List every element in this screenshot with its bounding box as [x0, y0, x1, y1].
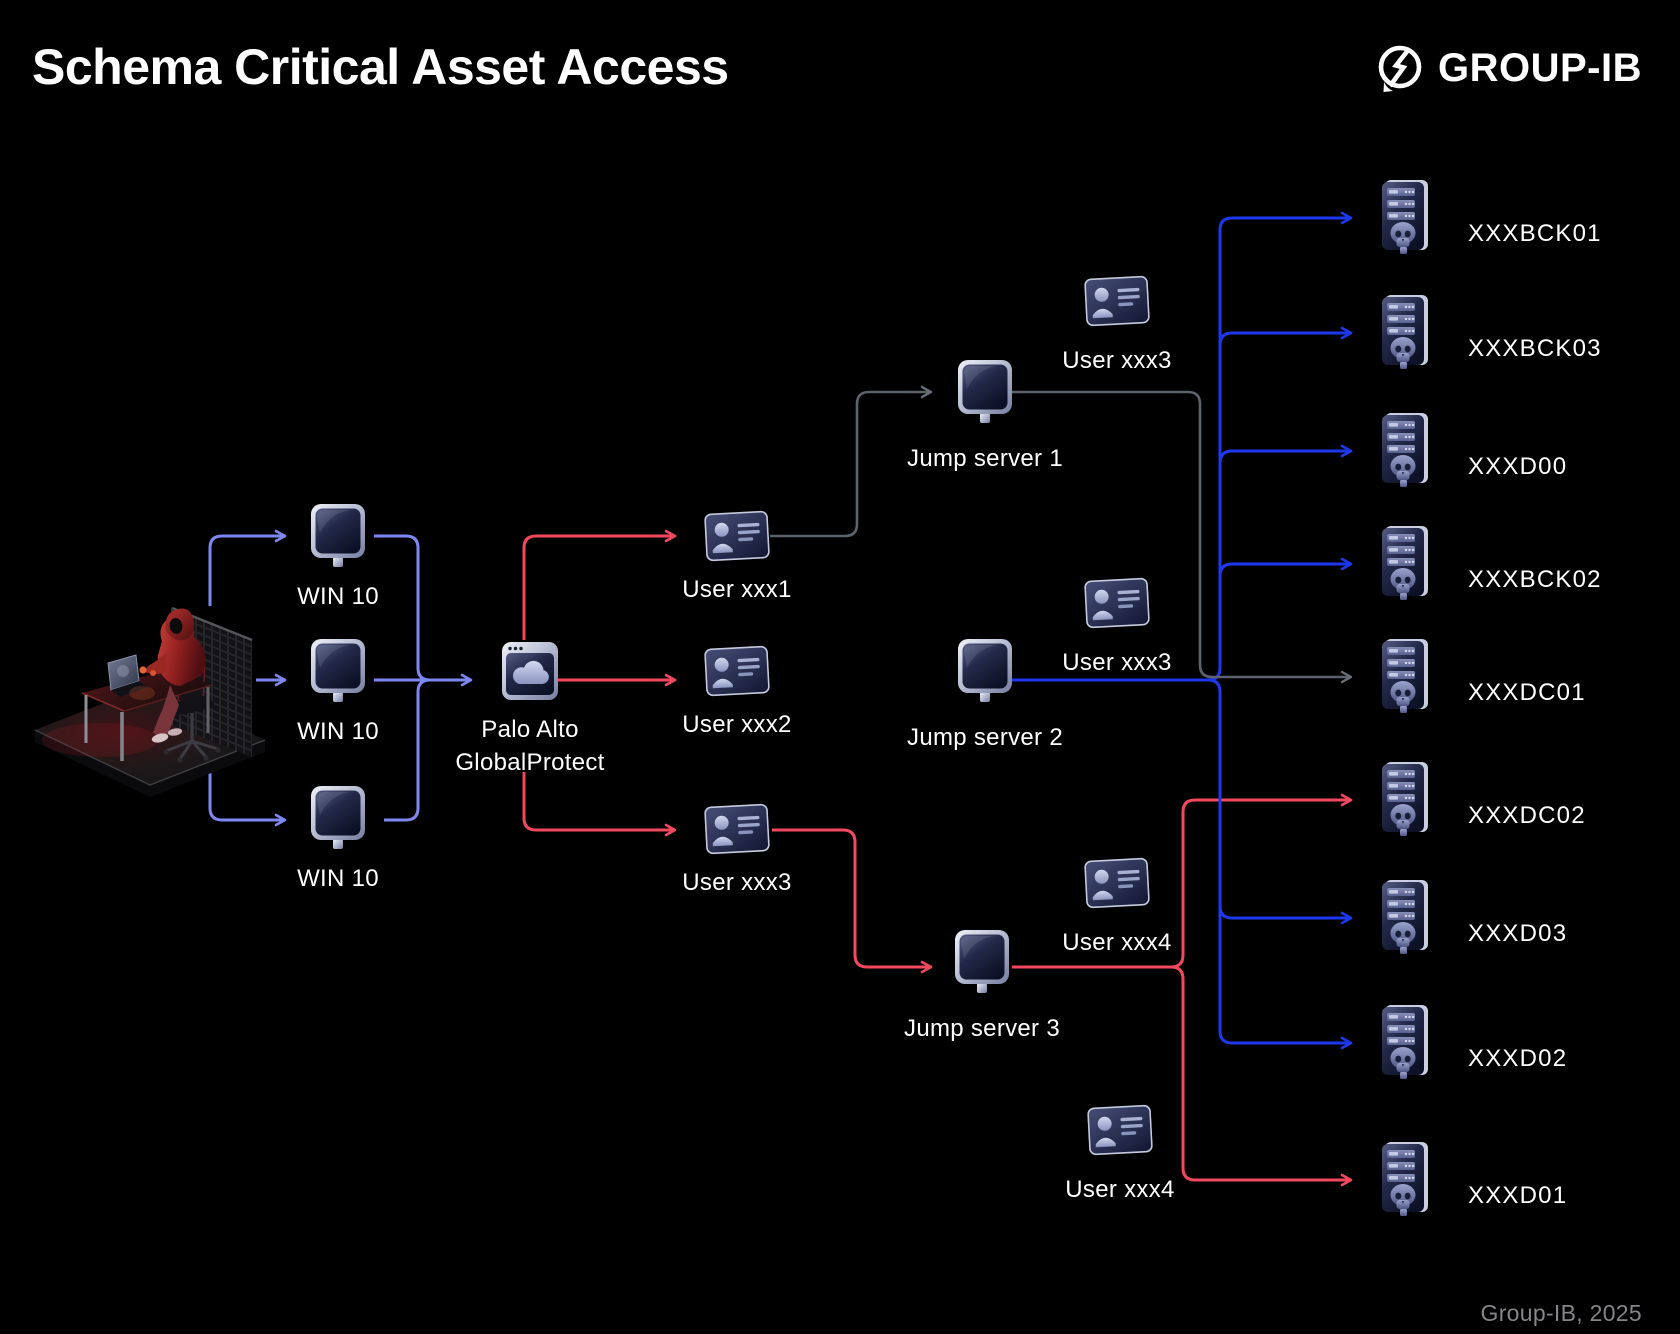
- server-skull-icon: [1380, 412, 1430, 490]
- node-palo-alto-globalprotect: Palo Alto GlobalProtect: [430, 641, 630, 779]
- target-label: XXXBCK01: [1468, 220, 1602, 247]
- node-target-xxxbck03: XXXBCK03: [1380, 294, 1602, 372]
- node-session-user-xxx3-a: User xxx3: [1017, 275, 1217, 375]
- node-label: WIN 10: [297, 718, 379, 745]
- node-win10-2: WIN 10: [238, 638, 438, 746]
- target-label: XXXD03: [1468, 920, 1568, 947]
- brand-wordmark: GROUP-IB: [1438, 45, 1642, 90]
- link-attacker-to-win1: [208, 529, 287, 606]
- node-label: Jump server 3: [904, 1015, 1060, 1042]
- node-label-line1: Palo Alto: [481, 716, 579, 743]
- link-vpn-to-user3: [522, 772, 677, 837]
- node-label: User xxx4: [1062, 929, 1172, 956]
- id-card-icon: [1087, 1102, 1154, 1157]
- node-label: WIN 10: [297, 865, 379, 892]
- server-skull-icon: [1380, 1141, 1430, 1219]
- jump2-lateral-links: [1012, 211, 1353, 1050]
- target-label: XXXD02: [1468, 1045, 1568, 1072]
- node-user-xxx3: User xxx3: [637, 803, 837, 897]
- page-title: Schema Critical Asset Access: [32, 39, 729, 95]
- target-label: XXXDC02: [1468, 802, 1586, 829]
- node-target-xxxd03: XXXD03: [1380, 879, 1567, 957]
- id-card-icon: [704, 801, 771, 856]
- monitor-icon: [310, 638, 366, 704]
- node-jump-server-2: Jump server 2: [885, 638, 1085, 752]
- node-jump-server-3: Jump server 3: [882, 929, 1082, 1043]
- link-jump1-to-xxxdc01: [1012, 390, 1353, 684]
- node-label: User xxx4: [1065, 1176, 1175, 1203]
- monitor-icon: [954, 929, 1010, 995]
- node-label: User xxx3: [682, 869, 792, 896]
- target-label: XXXD01: [1468, 1182, 1568, 1209]
- group-ib-logo-icon: [1378, 45, 1422, 92]
- node-session-user-xxx4-b: User xxx4: [1020, 1104, 1220, 1204]
- node-target-xxxbck01: XXXBCK01: [1380, 179, 1602, 257]
- id-card-icon: [704, 508, 771, 563]
- link-user3-to-jump3: [772, 828, 933, 974]
- target-label: XXXDC01: [1468, 679, 1586, 706]
- node-user-xxx1: User xxx1: [637, 510, 837, 604]
- link-trunk-to-xxxbck01: [1207, 211, 1353, 682]
- jump1-session-links: [770, 385, 1353, 684]
- node-session-user-xxx3-b: User xxx3: [1017, 577, 1217, 677]
- node-target-xxxdc01: XXXDC01: [1380, 638, 1586, 716]
- node-label: User xxx3: [1062, 649, 1172, 676]
- node-target-xxxd01: XXXD01: [1380, 1141, 1567, 1219]
- node-label: User xxx1: [682, 576, 792, 603]
- node-target-xxxbck02: XXXBCK02: [1380, 525, 1602, 603]
- node-target-xxxdc02: XXXDC02: [1380, 761, 1586, 839]
- target-label: XXXD00: [1468, 453, 1568, 480]
- server-skull-icon: [1380, 179, 1430, 257]
- link-trunk-to-xxxbck02: [1218, 557, 1353, 577]
- node-session-user-xxx4-a: User xxx4: [1017, 857, 1217, 957]
- attacker-links: [208, 529, 473, 827]
- server-skull-icon: [1380, 294, 1430, 372]
- node-target-xxxd00: XXXD00: [1380, 412, 1567, 490]
- server-skull-icon: [1380, 761, 1430, 839]
- node-jump-server-1: Jump server 1: [885, 359, 1085, 473]
- node-label: WIN 10: [297, 583, 379, 610]
- link-trunk-to-xxxd02: [1207, 678, 1353, 1050]
- copyright-credit: Group-IB, 2025: [1480, 1300, 1642, 1326]
- node-target-xxxd02: XXXD02: [1380, 1004, 1567, 1082]
- link-trunk-to-xxxd00: [1218, 444, 1353, 464]
- link-trunk-to-xxxd03: [1218, 905, 1353, 925]
- monitor-icon: [310, 785, 366, 851]
- node-label: User xxx2: [682, 711, 792, 738]
- id-card-icon: [704, 643, 771, 698]
- vpn-compromise-links: [522, 529, 1353, 1187]
- server-skull-icon: [1380, 638, 1430, 716]
- server-skull-icon: [1380, 879, 1430, 957]
- link-trunk-to-xxxbck03: [1218, 326, 1353, 346]
- link-user1-to-jump1: [770, 385, 933, 538]
- brand-logo: GROUP-IB: [1376, 42, 1642, 94]
- attacker-illustration: [34, 606, 266, 797]
- node-label-line2: GlobalProtect: [455, 749, 605, 776]
- monitor-icon: [957, 638, 1013, 704]
- node-win10-1: WIN 10: [238, 503, 438, 611]
- node-label: Jump server 1: [907, 445, 1063, 472]
- node-label: User xxx3: [1062, 347, 1172, 374]
- id-card-icon: [1084, 273, 1151, 328]
- monitor-icon: [957, 359, 1013, 425]
- link-jump3-to-xxxd01: [1012, 965, 1353, 1187]
- browser-cloud-icon: [501, 641, 559, 705]
- node-win10-3: WIN 10: [238, 785, 438, 893]
- link-attacker-to-win3: [208, 772, 287, 827]
- node-label: Jump server 2: [907, 724, 1063, 751]
- id-card-icon: [1084, 575, 1151, 630]
- id-card-icon: [1084, 855, 1151, 910]
- target-label: XXXBCK02: [1468, 566, 1602, 593]
- server-skull-icon: [1380, 525, 1430, 603]
- server-skull-icon: [1380, 1004, 1430, 1082]
- node-user-xxx2: User xxx2: [637, 645, 837, 739]
- target-label: XXXBCK03: [1468, 335, 1602, 362]
- monitor-icon: [310, 503, 366, 569]
- link-vpn-to-user1: [522, 529, 677, 640]
